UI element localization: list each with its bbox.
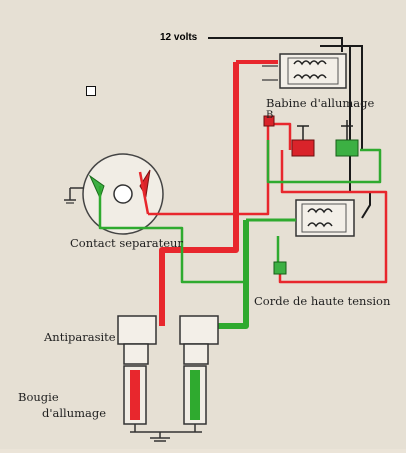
coil-label: Babine d'allumage: [266, 96, 375, 110]
checkbox-marker: [86, 86, 96, 96]
supply-voltage-label: 12 volts: [160, 32, 198, 43]
ground-symbol: [130, 431, 202, 442]
green-capacitor: [335, 120, 359, 157]
ht-cord-label: Corde de haute tension: [254, 294, 391, 308]
contact-breaker-label: Contact separateur: [70, 236, 183, 250]
upper-ignition-coil: [262, 53, 347, 89]
spark-plug-label-line1: Bougie: [18, 390, 59, 404]
coil-terminal-b-label: B: [266, 110, 274, 121]
red-connector: [263, 115, 275, 127]
spark-plug-left: [123, 365, 147, 432]
antiparasite-right: [179, 315, 219, 365]
spark-plug-label-line2: d'allumage: [42, 406, 107, 420]
red-capacitor: [291, 125, 315, 157]
spark-plug-right: [183, 365, 207, 432]
lower-ignition-coil: [295, 199, 355, 237]
green-wires: [98, 140, 382, 420]
green-connector: [273, 261, 287, 275]
antiparasite-label: Antiparasite: [44, 330, 116, 344]
antiparasite-left: [117, 315, 157, 365]
